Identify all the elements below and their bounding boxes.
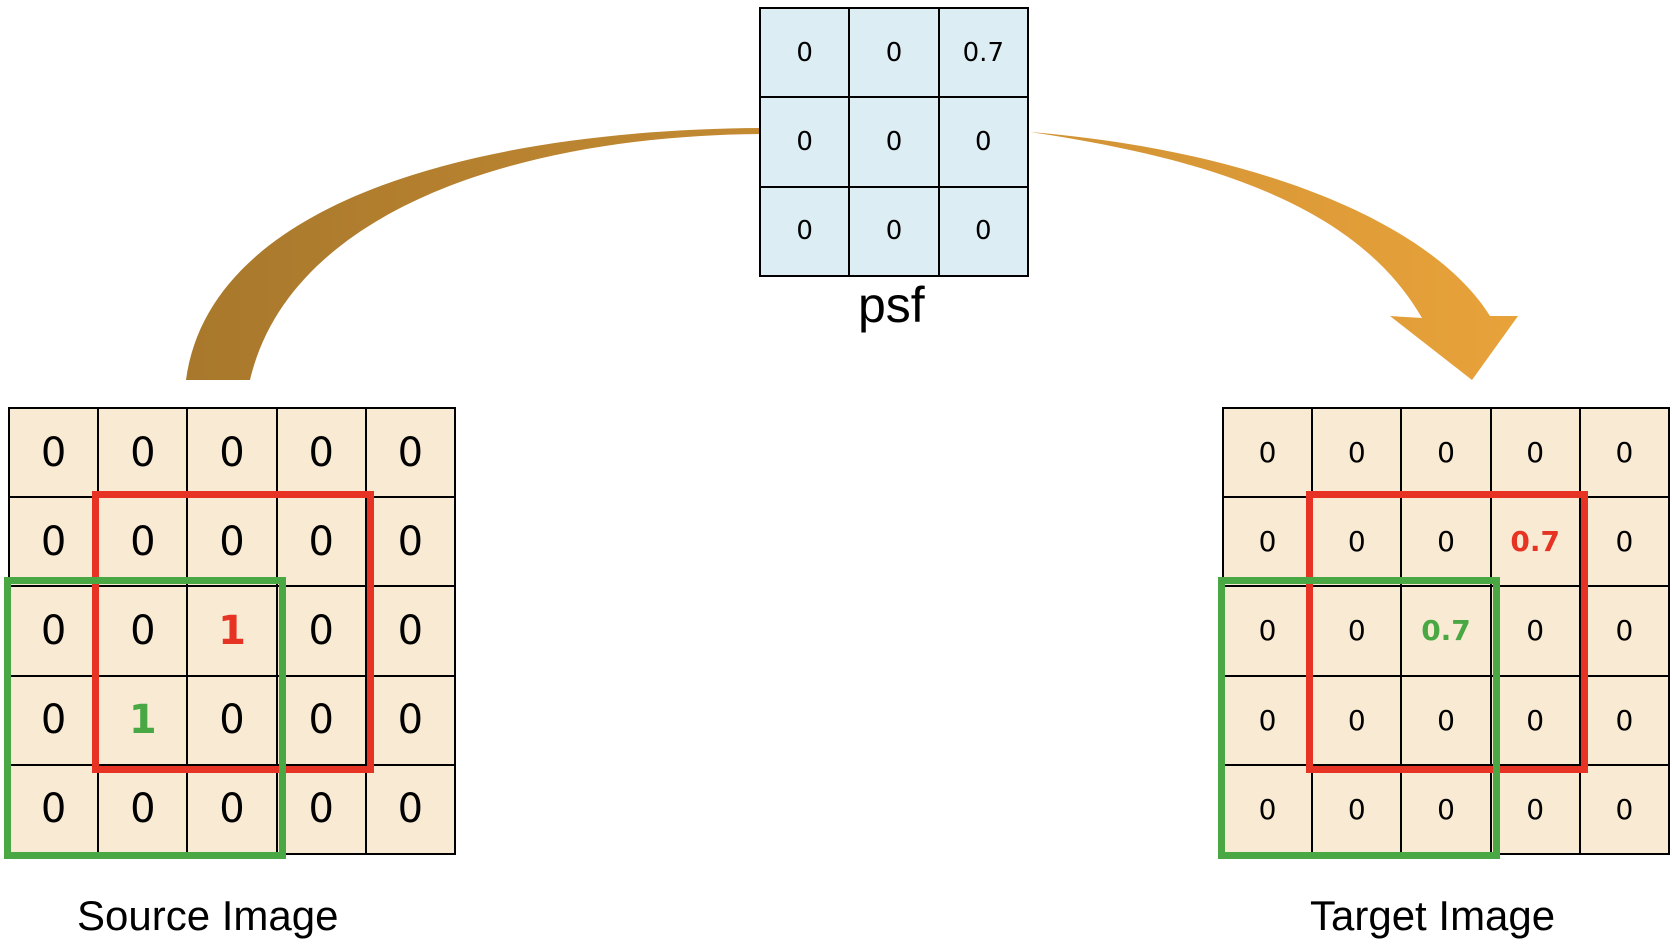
target-cell-r4-c0: 0 (1223, 764, 1313, 854)
source-cell-r1-c0: 0 (9, 497, 99, 587)
target-cell-r3-c4: 0 (1579, 675, 1669, 765)
source-cell-r4-c0: 0 (9, 764, 99, 854)
source-image-label: Source Image (77, 892, 339, 939)
target-cell-r1-c0: 0 (1223, 497, 1313, 587)
source-cell-r3-c0: 0 (9, 675, 99, 765)
source-cell-r2-c0: 0 (9, 586, 99, 676)
psf-cell-r1-c1: 0 (849, 97, 939, 187)
psf-cell-r0-c0: 0 (760, 8, 850, 98)
target-cell-r2-c0: 0 (1223, 586, 1313, 676)
source-cell-r2-c2: 1 (187, 586, 277, 676)
source-cell-r3-c3: 0 (276, 675, 366, 765)
target-cell-r2-c2: 0.7 (1401, 586, 1491, 676)
target-cell-r3-c3: 0 (1490, 675, 1580, 765)
source-cell-r4-c4: 0 (365, 764, 455, 854)
psf-label: psf (858, 277, 925, 333)
target-cell-r0-c2: 0 (1401, 408, 1491, 498)
target-cell-r0-c3: 0 (1490, 408, 1580, 498)
source-cell-r1-c2: 0 (187, 497, 277, 587)
target-cell-r4-c1: 0 (1312, 764, 1402, 854)
psf-cell-r2-c2: 0 (938, 186, 1028, 276)
target-cell-r1-c2: 0 (1401, 497, 1491, 587)
psf-cell-r1-c0: 0 (760, 97, 850, 187)
psf-cell-r1-c2: 0 (938, 97, 1028, 187)
target-cell-r4-c2: 0 (1401, 764, 1491, 854)
source-cell-r4-c1: 0 (98, 764, 188, 854)
target-cell-r3-c2: 0 (1401, 675, 1491, 765)
target-cell-r4-c4: 0 (1579, 764, 1669, 854)
target-cell-r2-c4: 0 (1579, 586, 1669, 676)
target-cell-r3-c0: 0 (1223, 675, 1313, 765)
source-cell-r0-c0: 0 (9, 408, 99, 498)
source-cell-r0-c2: 0 (187, 408, 277, 498)
target-cell-r1-c1: 0 (1312, 497, 1402, 587)
psf-cell-r0-c2: 0.7 (938, 8, 1028, 98)
target-cell-r3-c1: 0 (1312, 675, 1402, 765)
source-cell-r1-c4: 0 (365, 497, 455, 587)
target-cell-r4-c3: 0 (1490, 764, 1580, 854)
target-cell-r0-c0: 0 (1223, 408, 1313, 498)
source-cell-r4-c2: 0 (187, 764, 277, 854)
target-cell-r2-c1: 0 (1312, 586, 1402, 676)
source-cell-r3-c1: 1 (98, 675, 188, 765)
source-cell-r2-c1: 0 (98, 586, 188, 676)
target-cell-r2-c3: 0 (1490, 586, 1580, 676)
target-cell-r0-c4: 0 (1579, 408, 1669, 498)
source-cell-r0-c3: 0 (276, 408, 366, 498)
source-cell-r1-c3: 0 (276, 497, 366, 587)
source-cell-r4-c3: 0 (276, 764, 366, 854)
source-cell-r3-c4: 0 (365, 675, 455, 765)
source-cell-r0-c4: 0 (365, 408, 455, 498)
target-image-label: Target Image (1310, 892, 1556, 939)
source-cell-r2-c4: 0 (365, 586, 455, 676)
source-cell-r1-c1: 0 (98, 497, 188, 587)
target-cell-r1-c4: 0 (1579, 497, 1669, 587)
psf-cell-r2-c1: 0 (849, 186, 939, 276)
psf-cell-r0-c1: 0 (849, 8, 939, 98)
target-cell-r1-c3: 0.7 (1490, 497, 1580, 587)
source-cell-r0-c1: 0 (98, 408, 188, 498)
target-cell-r0-c1: 0 (1312, 408, 1402, 498)
psf-cell-r2-c0: 0 (760, 186, 850, 276)
source-cell-r3-c2: 0 (187, 675, 277, 765)
source-cell-r2-c3: 0 (276, 586, 366, 676)
